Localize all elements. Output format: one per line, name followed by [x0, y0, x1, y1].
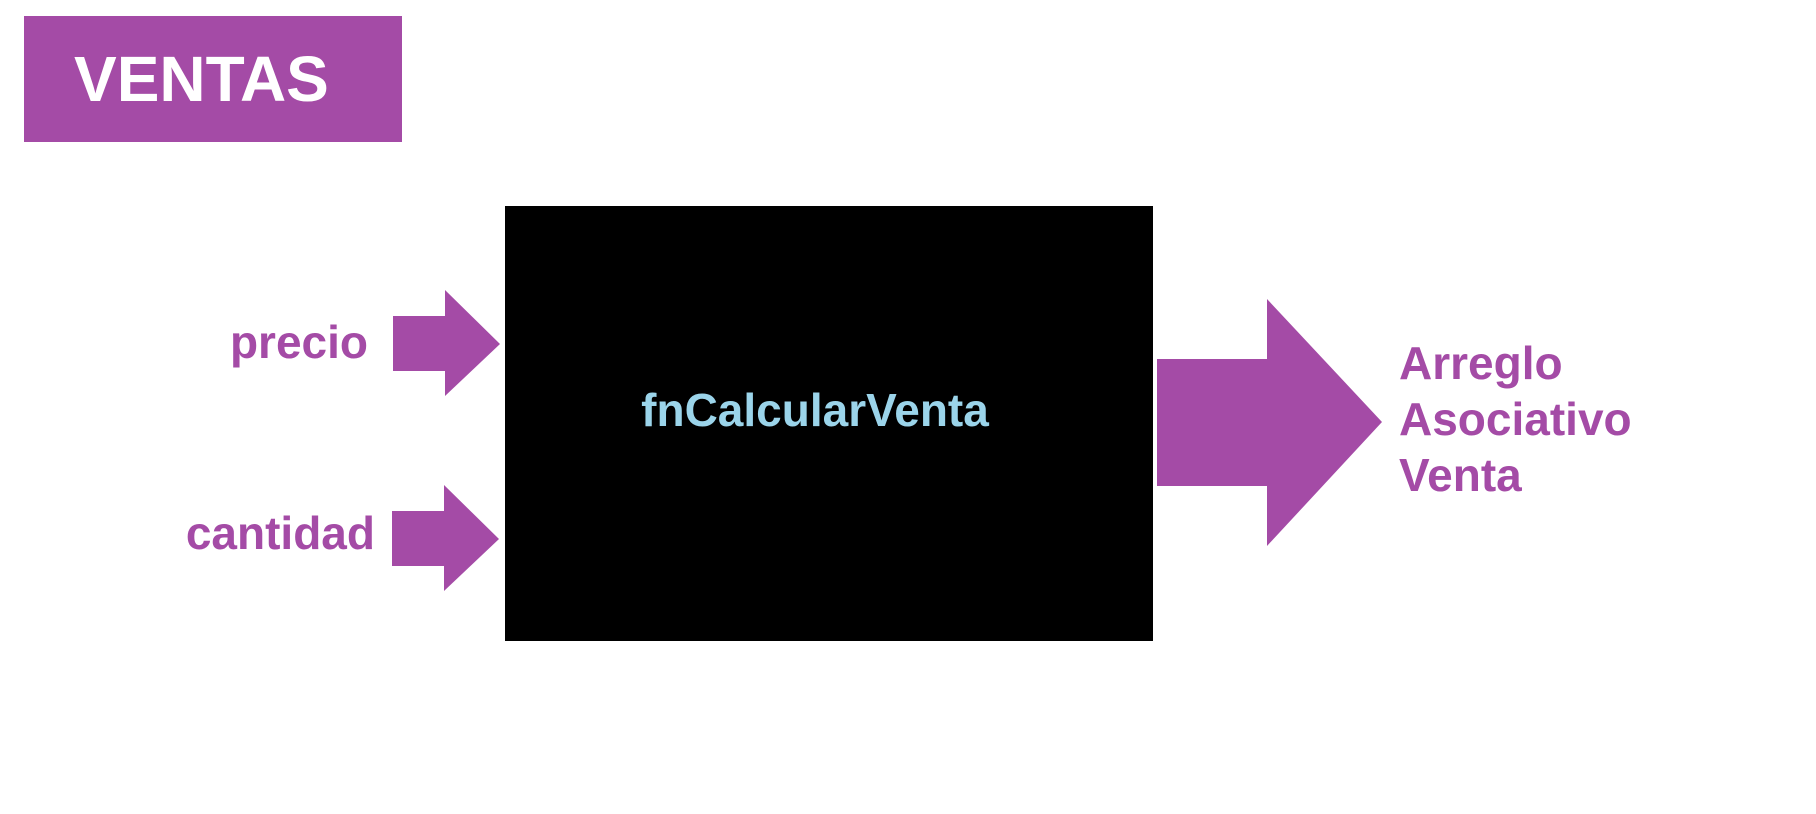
output-label-line: Venta — [1399, 449, 1522, 501]
output-arrow — [1157, 299, 1382, 546]
input-label-cantidad: cantidad — [185, 507, 375, 559]
input-label-precio: precio — [229, 316, 368, 368]
output-label-line: Asociativo — [1399, 393, 1632, 445]
output-label: Arreglo Asociativo Venta — [1399, 335, 1632, 503]
title-background — [24, 16, 402, 142]
function-black-box — [505, 206, 1153, 641]
page-title: VENTAS — [74, 43, 329, 115]
title-box: VENTAS — [24, 16, 402, 142]
precio-input-arrow — [393, 290, 500, 396]
function-name-label: fnCalcularVenta — [641, 384, 989, 436]
output-label-line: Arreglo — [1399, 337, 1563, 389]
cantidad-input-arrow — [392, 485, 499, 591]
